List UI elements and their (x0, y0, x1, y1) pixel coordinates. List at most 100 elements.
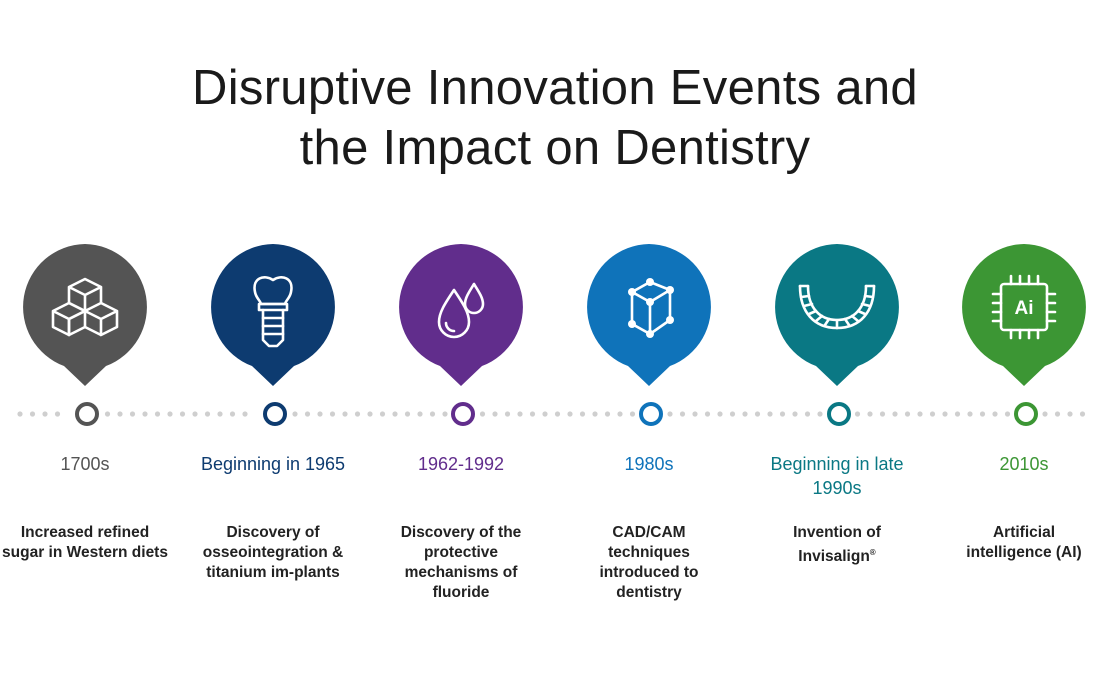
event-description: Discovery of the protective mechanisms o… (400, 524, 522, 601)
timeline-dot (704, 411, 711, 417)
timeline-dot (479, 411, 486, 417)
event-date: 2010s (999, 454, 1049, 474)
timeline-dot (154, 411, 161, 417)
timeline-dot (404, 411, 411, 417)
timeline-dot (579, 411, 586, 417)
timeline-dot (792, 411, 798, 417)
event-date: 1962-1992 (417, 454, 505, 474)
timeline-dot (304, 411, 311, 417)
timeline-dot (117, 411, 123, 417)
water-drops-icon (437, 282, 485, 339)
timeline-dot (17, 411, 23, 417)
timeline-dot (742, 411, 748, 417)
timeline-dot (754, 411, 761, 417)
timeline-dot (392, 411, 398, 417)
ai-chip-icon (991, 274, 1057, 340)
event-description: CAD/CAM techniques introduced to dentist… (599, 524, 699, 601)
timeline-dot (804, 411, 811, 417)
timeline-dot (292, 411, 298, 417)
pin-marker-1 (23, 244, 147, 386)
timeline-dot (317, 411, 323, 417)
timeline-dot (367, 411, 373, 417)
timeline-dot (629, 411, 636, 417)
timeline-dot (667, 411, 673, 417)
timeline-dot (942, 411, 948, 417)
timeline-dot (204, 411, 211, 417)
timeline-node-6 (1014, 402, 1038, 426)
pin-shape (775, 244, 899, 386)
sugar-cubes-icon (51, 277, 119, 337)
timeline-dot (967, 411, 973, 417)
event-description: Discovery of osseointegration & titanium… (202, 524, 344, 581)
timeline-dot (692, 411, 698, 417)
timeline-dot (142, 411, 148, 417)
timeline-dot (604, 411, 611, 417)
timeline-dot (442, 411, 448, 417)
timeline-dot (29, 411, 36, 417)
event-description: Artificial intelligence (AI) (966, 524, 1082, 561)
event-description-text: Invention of Invisalign (793, 524, 881, 566)
timeline-dot (192, 411, 198, 417)
pin-marker-6: Ai (962, 244, 1086, 386)
timeline-dot (917, 411, 923, 417)
timeline-dot (867, 411, 873, 417)
timeline-dot (817, 411, 823, 417)
timeline-dotted-line (17, 411, 1086, 417)
timeline-dot (242, 411, 248, 417)
timeline-dot (542, 411, 548, 417)
page-title: Disruptive Innovation Events and the Imp… (0, 58, 1110, 178)
timeline-dot (1054, 411, 1061, 417)
timeline-dot (429, 411, 436, 417)
timeline-dot (379, 411, 386, 417)
pin-marker-4 (587, 244, 711, 386)
pin-marker-2 (211, 244, 335, 386)
timeline-dot (217, 411, 223, 417)
timeline-dot (1004, 411, 1011, 417)
timeline-dot (767, 411, 773, 417)
timeline-dot (517, 411, 523, 417)
title-line-2: the Impact on Dentistry (299, 121, 811, 175)
pin-marker-5 (775, 244, 899, 386)
pin-marker-3 (399, 244, 523, 386)
timeline-node-3 (451, 402, 475, 426)
timeline-dot (979, 411, 986, 417)
event-date: Beginning in 1965 (200, 454, 346, 474)
timeline-dot (167, 411, 173, 417)
timeline-dot (492, 411, 498, 417)
3d-cube-icon (628, 278, 674, 338)
event-date: Beginning in late 1990s (770, 454, 904, 498)
event-description: Increased refined sugar in Western diets (2, 524, 168, 561)
timeline-node-2 (263, 402, 287, 426)
timeline-dot (992, 411, 998, 417)
timeline-dot (729, 411, 736, 417)
event-date: 1700s (60, 454, 110, 474)
timeline-dot (567, 411, 573, 417)
timeline-dot (354, 411, 361, 417)
timeline-dot (1042, 411, 1048, 417)
pin-shape (962, 244, 1086, 386)
timeline-dot (717, 411, 723, 417)
timeline-dot (592, 411, 598, 417)
timeline-dot (617, 411, 623, 417)
registered-mark: ® (869, 548, 876, 557)
timeline-dot (554, 411, 561, 417)
dental-implant-icon (253, 276, 293, 348)
timeline-dot (417, 411, 423, 417)
pin-shape (211, 244, 335, 386)
timeline-dot (892, 411, 898, 417)
timeline-dot (679, 411, 686, 417)
timeline-dot (954, 411, 961, 417)
timeline-dot (42, 411, 48, 417)
timeline-dot (779, 411, 786, 417)
timeline-dot (854, 411, 861, 417)
timeline-dot (129, 411, 136, 417)
timeline-dot (904, 411, 911, 417)
timeline-dot (54, 411, 61, 417)
timeline-node-4 (639, 402, 663, 426)
timeline-dot (179, 411, 186, 417)
timeline-dot (504, 411, 511, 417)
timeline-dot (879, 411, 886, 417)
timeline-dot (1067, 411, 1073, 417)
aligner-icon (798, 284, 876, 330)
event-description-invisalign: Invention of Invisalign® (742, 523, 932, 567)
